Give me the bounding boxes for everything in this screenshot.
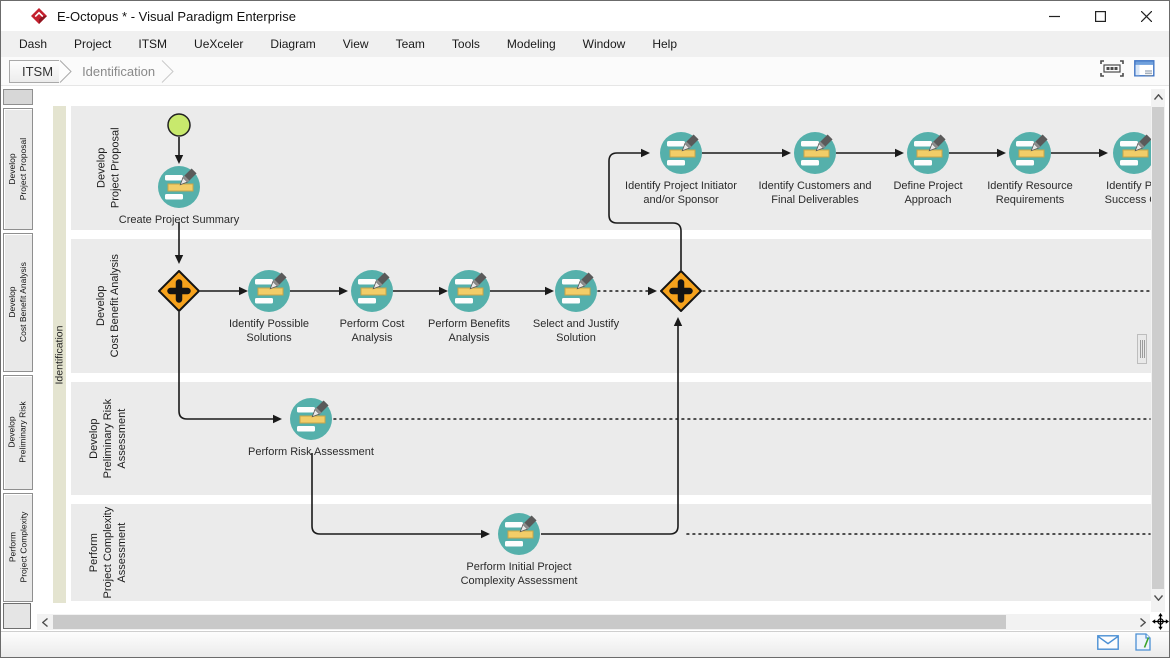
task-icon [555,299,597,316]
scroll-right-icon[interactable] [1135,614,1150,630]
breadcrumb-current[interactable]: Identification [82,64,155,79]
fit-to-selection-icon[interactable] [1100,60,1124,82]
sidebar-tab-develop-cost-benefit-analysis[interactable]: DevelopCost Benefit Analysis [3,233,33,372]
chevron-right-icon [59,60,72,83]
task-label: Select and JustifySolution [506,318,646,346]
menu-item-team[interactable]: Team [396,37,425,51]
lane-develop-preliminary-risk-assessment[interactable]: DevelopPreliminary RiskAssessment [71,382,1151,495]
lane-perform-project-complexity-assessment[interactable]: PerformProject ComplexityAssessment [71,504,1151,601]
menu-item-project[interactable]: Project [74,37,111,51]
sidebar-tab-label: DevelopPreliminary Risk [7,402,29,463]
menu-item-tools[interactable]: Tools [452,37,480,51]
task-icon [290,427,332,444]
sidebar-tab-develop-preliminary-risk[interactable]: DevelopPreliminary Risk [3,375,33,490]
breadcrumb: ITSM Identification [1,57,1169,86]
menu-item-view[interactable]: View [343,37,369,51]
start-event[interactable] [167,113,191,142]
scroll-up-icon[interactable] [1151,89,1165,104]
task-label: Perform Risk Assessment [241,446,381,460]
maximize-button[interactable] [1077,1,1123,31]
lane-label: PerformProject ComplexityAssessment [71,504,147,601]
task-icon [351,299,393,316]
horizontal-scrollbar[interactable] [37,614,1150,630]
scroll-down-icon[interactable] [1151,590,1165,605]
task-icon [660,161,702,178]
chevron-right-icon [161,60,174,83]
open-specification-panel-icon[interactable] [1134,60,1155,83]
sidebar-footer-box [3,603,31,629]
menu-bar: Dash Project ITSM UeXceler Diagram View Team To… [1,31,1169,57]
sidebar-tab-label: DevelopProject Proposal [7,138,29,200]
vertical-scroll-thumb[interactable] [1152,107,1164,589]
pool-label: Identification [54,325,66,384]
lane-label: DevelopCost Benefit Analysis [71,239,147,373]
menu-item-diagram[interactable]: Diagram [270,37,315,51]
pool-identification[interactable]: Identification [53,106,66,603]
menu-item-uexceler[interactable]: UeXceler [194,37,243,51]
task-select-and-justify-solution[interactable]: Select and JustifySolution [506,270,646,346]
menu-item-help[interactable]: Help [652,37,677,51]
task-icon [498,542,540,559]
task-icon [794,161,836,178]
task-icon [248,299,290,316]
window-title: E-Octopus * - Visual Paradigm Enterprise [57,9,296,24]
parallel-gateway-join[interactable] [660,270,702,317]
menu-item-itsm[interactable]: ITSM [138,37,167,51]
diagram-canvas[interactable]: DevelopProject ProposalDevelopCost Benef… [1,86,1170,631]
sidebar-tab-label: PerformProject Complexity [7,512,29,583]
sidebar-tab-develop-project-proposal[interactable]: DevelopProject Proposal [3,108,33,230]
visual-paradigm-logo-icon [31,8,47,24]
task-label: Perform Initial ProjectComplexity Assess… [449,561,589,589]
task-label: Identify Project Initiatorand/or Sponsor [611,180,751,208]
lane-label: DevelopPreliminary RiskAssessment [71,382,147,495]
vertical-scrollbar[interactable] [1151,89,1165,613]
menu-item-modeling[interactable]: Modeling [507,37,556,51]
status-bar [1,631,1169,657]
horizontal-scroll-thumb[interactable] [53,615,1006,629]
close-button[interactable] [1123,1,1169,31]
task-icon [158,195,200,212]
task-icon [1009,161,1051,178]
sidebar-header [3,89,33,105]
parallel-gateway-split[interactable] [158,270,200,317]
title-bar: E-Octopus * - Visual Paradigm Enterprise [1,1,1169,31]
scroll-left-icon[interactable] [37,614,52,630]
open-specification-icon[interactable] [1135,633,1151,656]
sidebar-tab-perform-project-complexity[interactable]: PerformProject Complexity [3,493,33,602]
task-perform-risk-assessment[interactable]: Perform Risk Assessment [241,398,381,460]
task-icon [907,161,949,178]
sidebar-tab-label: DevelopCost Benefit Analysis [7,263,29,343]
panel-splitter-grip[interactable] [1137,334,1147,364]
message-icon[interactable] [1097,635,1119,655]
menu-item-dash[interactable]: Dash [19,37,47,51]
task-identify-project-initiator-and-or-sponsor[interactable]: Identify Project Initiatorand/or Sponsor [611,132,751,208]
task-icon [448,299,490,316]
minimize-button[interactable] [1031,1,1077,31]
pan-tool-button[interactable] [1151,612,1170,631]
task-label: Create Project Summary [109,214,249,228]
task-perform-initial-project-complexity-assessment[interactable]: Perform Initial ProjectComplexity Assess… [449,513,589,589]
task-icon [1113,161,1155,178]
breadcrumb-root[interactable]: ITSM [9,60,59,83]
menu-item-window[interactable]: Window [583,37,626,51]
task-create-project-summary[interactable]: Create Project Summary [109,166,249,228]
